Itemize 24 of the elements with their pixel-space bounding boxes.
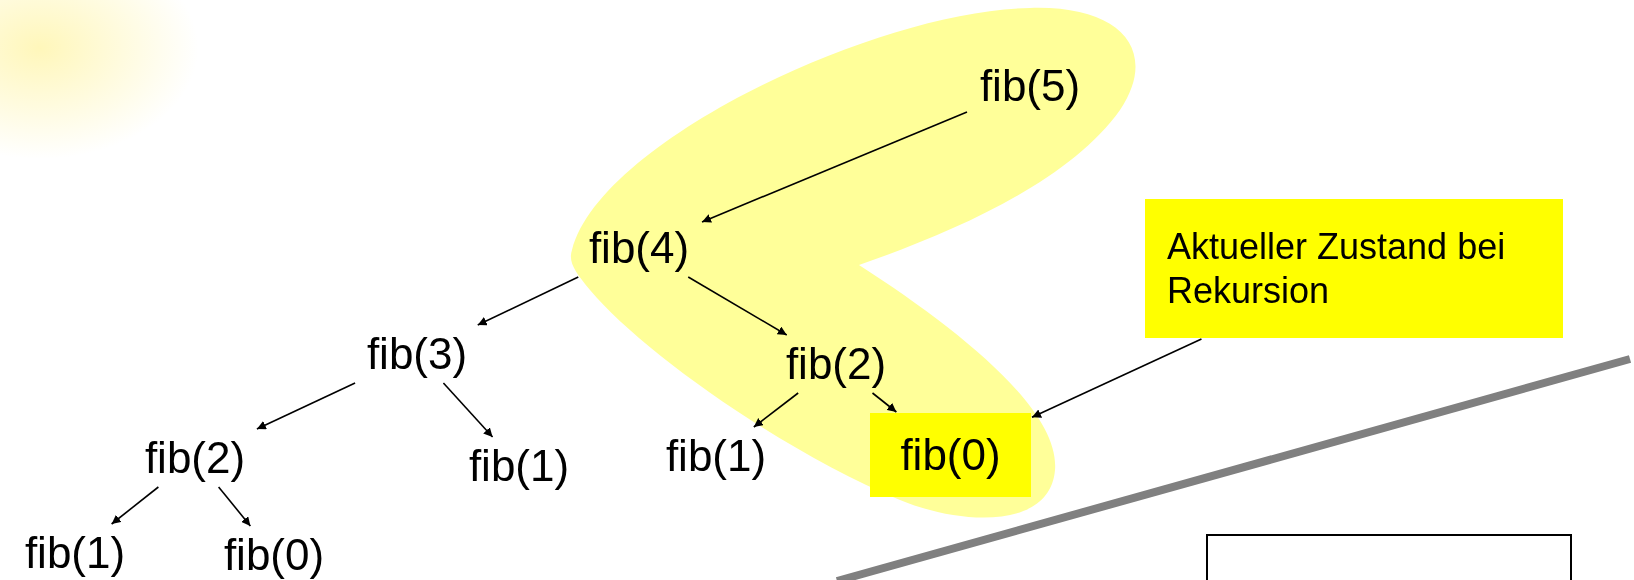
callout-box: [1145, 199, 1563, 338]
callout-text: Aktueller Zustand bei Rekursion: [1167, 225, 1507, 312]
current-call-box: [870, 413, 1031, 497]
call-label: fib(2): [774, 336, 898, 392]
call-label: fib(0): [212, 527, 336, 580]
arrow: [217, 486, 252, 527]
arrow: [1031, 338, 1203, 419]
arrow: [110, 486, 160, 525]
arrow: [476, 276, 580, 326]
arrow: [442, 382, 494, 438]
call-label: fib(4): [577, 220, 701, 276]
arrow: [256, 382, 356, 430]
callout-text: fib(0): [900, 433, 1001, 477]
empty-box: [1206, 534, 1572, 580]
call-label: fib(3): [355, 326, 479, 382]
arrow: [753, 392, 799, 428]
call-label: fib(2): [133, 430, 257, 486]
arrow: [687, 276, 788, 336]
call-label: fib(1): [457, 438, 581, 494]
arrow: [871, 392, 898, 413]
arrow: [701, 111, 968, 223]
call-label: fib(5): [968, 58, 1092, 114]
call-label: fib(1): [13, 525, 137, 580]
call-label: fib(1): [654, 428, 778, 484]
